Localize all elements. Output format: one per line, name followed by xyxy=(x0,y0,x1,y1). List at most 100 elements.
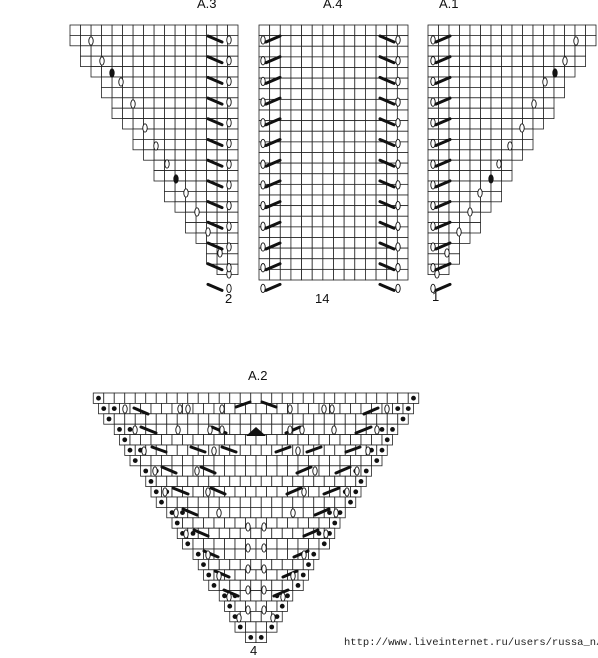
yarn-over-symbol xyxy=(132,425,138,435)
grid-cell xyxy=(216,45,228,57)
grid-cell xyxy=(129,434,141,446)
grid-cell xyxy=(150,434,162,446)
grid-cell xyxy=(501,87,513,99)
grid-cell xyxy=(311,98,324,111)
grid-cell xyxy=(185,24,197,36)
grid-cell xyxy=(290,67,302,79)
grid-cell xyxy=(276,548,288,560)
yarn-over-symbol xyxy=(219,425,225,435)
grid-cell xyxy=(276,402,288,415)
grid-cell xyxy=(229,423,241,436)
grid-cell xyxy=(164,76,176,88)
decrease-symbol xyxy=(272,588,290,598)
grid-cell xyxy=(216,128,228,140)
grid-cell xyxy=(292,392,304,404)
grid-cell xyxy=(511,87,523,99)
grid-cell xyxy=(279,56,292,68)
decrease-symbol xyxy=(378,117,396,127)
grid-cell xyxy=(213,465,225,477)
grid-cell xyxy=(134,392,147,404)
grid-cell xyxy=(333,88,345,100)
grid-cell xyxy=(313,496,325,508)
grid-cell xyxy=(195,118,207,130)
grid-cell xyxy=(311,183,324,196)
yarn-over-symbol xyxy=(261,564,267,574)
grid-cell xyxy=(459,107,471,119)
grid-cell xyxy=(185,222,197,234)
grid-cell xyxy=(301,56,313,68)
purl-dot-symbol xyxy=(274,614,280,619)
stitch-count-a2: 4 xyxy=(250,643,258,658)
grid-cell xyxy=(216,87,228,99)
grid-cell xyxy=(585,35,597,47)
grid-cell xyxy=(227,66,239,78)
grid-cell xyxy=(365,88,377,100)
yarn-over-symbol xyxy=(290,571,296,581)
grid-cell xyxy=(153,149,165,161)
grid-cell xyxy=(195,24,207,36)
grid-cell xyxy=(174,118,186,130)
grid-cell xyxy=(174,159,186,171)
grid-cell xyxy=(301,24,313,37)
grid-cell xyxy=(111,97,123,109)
grid-cell xyxy=(132,45,144,57)
grid-cell xyxy=(216,232,228,244)
grid-cell xyxy=(313,413,325,425)
grid-cell xyxy=(311,205,324,217)
decrease-symbol xyxy=(206,158,224,168)
grid-cell xyxy=(195,149,207,161)
grid-cell xyxy=(322,247,334,260)
grid-cell xyxy=(301,247,313,260)
purl-dot-symbol xyxy=(248,635,254,640)
grid-cell xyxy=(585,24,597,36)
grid-cell xyxy=(287,548,299,560)
decrease-symbol xyxy=(434,282,452,292)
grid-cell xyxy=(234,517,246,529)
purl-dot-symbol xyxy=(405,406,411,411)
yarn-over-symbol xyxy=(260,76,266,87)
grid-cell xyxy=(543,45,555,57)
grid-cell xyxy=(229,527,241,540)
decrease-symbol xyxy=(206,75,224,85)
grid-cell xyxy=(553,24,565,36)
grid-cell xyxy=(239,423,252,436)
grid-cell xyxy=(185,118,197,130)
grid-cell xyxy=(480,35,492,47)
yarn-over-symbol xyxy=(395,138,401,149)
decrease-symbol xyxy=(378,282,396,292)
grid-cell xyxy=(174,97,186,109)
grid-cell xyxy=(195,128,207,140)
grid-cell xyxy=(176,475,189,488)
grid-cell xyxy=(132,66,144,78)
grid-cell xyxy=(318,517,330,529)
grid-cell xyxy=(292,496,304,508)
grid-cell xyxy=(287,454,299,467)
grid-cell xyxy=(213,517,225,529)
yarn-over-symbol xyxy=(573,36,579,46)
grid-cell xyxy=(376,392,388,404)
grid-cell xyxy=(290,237,302,249)
grid-cell xyxy=(287,465,299,477)
grid-cell xyxy=(308,434,320,446)
decrease-symbol xyxy=(378,158,396,168)
grid-cell xyxy=(365,215,377,228)
grid-cell xyxy=(174,87,186,99)
grid-cell xyxy=(269,24,281,37)
grid-cell xyxy=(501,76,513,88)
grid-cell xyxy=(192,454,204,467)
grid-cell xyxy=(279,130,292,143)
grid-cell xyxy=(322,120,334,132)
grid-cell xyxy=(333,45,345,58)
yarn-over-symbol xyxy=(395,180,401,190)
grid-cell xyxy=(448,159,460,171)
grid-cell xyxy=(532,35,544,47)
grid-cell xyxy=(490,24,502,36)
grid-cell xyxy=(122,76,134,88)
grid-cell xyxy=(290,268,302,281)
grid-cell xyxy=(532,55,544,68)
grid-cell xyxy=(511,107,523,119)
purl-dot-symbol xyxy=(232,614,238,619)
grid-cell xyxy=(334,496,346,508)
grid-cell xyxy=(375,183,388,196)
grid-cell xyxy=(271,506,283,519)
